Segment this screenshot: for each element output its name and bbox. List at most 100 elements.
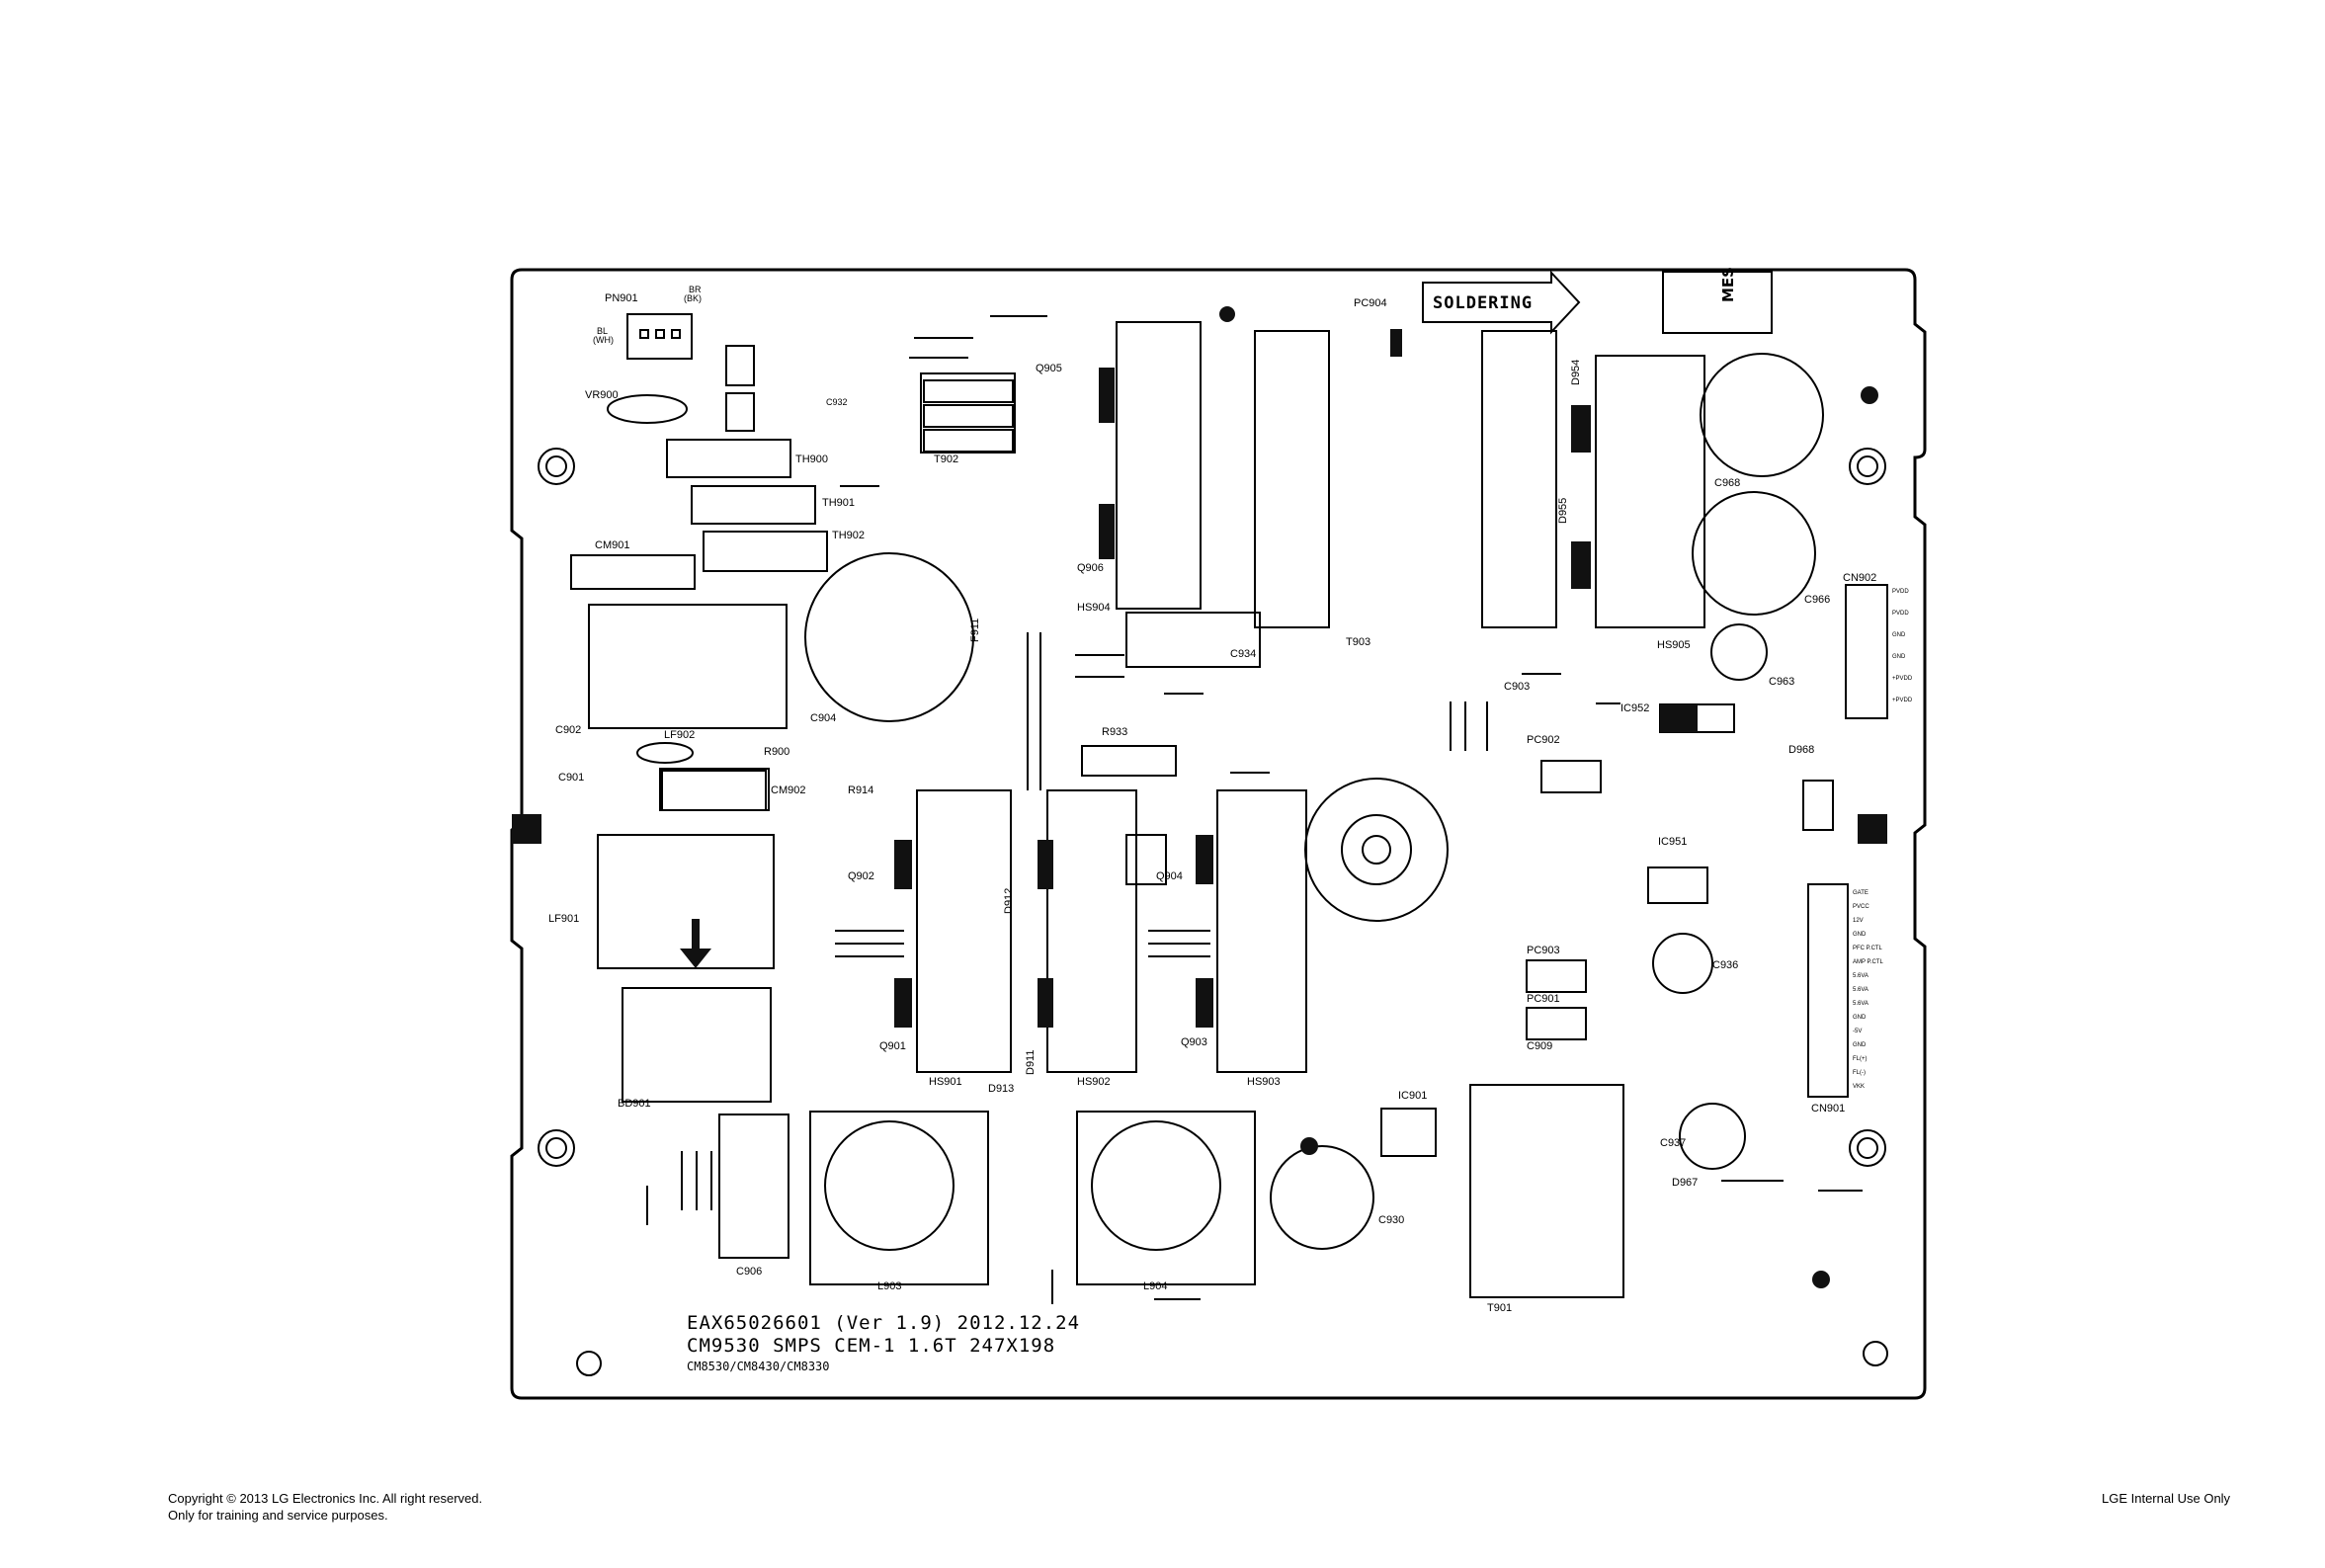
label-c968: C968 <box>1714 477 1740 489</box>
svg-text:PVDD: PVDD <box>1892 589 1909 595</box>
label-br: BR <box>689 285 702 294</box>
label-f911: F911 <box>969 619 981 642</box>
mes-box: MES <box>1662 267 1773 334</box>
lf901-arrow <box>680 919 711 968</box>
label-d911: D911 <box>1025 1050 1037 1075</box>
svg-text:VKK: VKK <box>1853 1084 1865 1090</box>
label-d968: D968 <box>1788 744 1814 756</box>
label-q902: Q902 <box>848 870 874 882</box>
svg-text:5.6VA: 5.6VA <box>1853 973 1868 979</box>
filled-pads <box>894 306 1878 1288</box>
label-q906: Q906 <box>1077 562 1104 574</box>
label-pc901: PC901 <box>1527 993 1560 1005</box>
label-bl: BL <box>597 326 608 336</box>
label-c934: C934 <box>1230 648 1256 660</box>
svg-text:FL(+): FL(+) <box>1853 1056 1868 1062</box>
mes-label: MES <box>1719 267 1737 302</box>
label-c936: C936 <box>1712 959 1738 971</box>
label-t903: T903 <box>1346 636 1370 648</box>
soldering-arrow: SOLDERING <box>1422 270 1581 335</box>
label-c902: C902 <box>555 724 581 736</box>
svg-text:PFC P.CTL: PFC P.CTL <box>1853 946 1883 951</box>
label-th902: TH902 <box>832 530 865 541</box>
label-c906: C906 <box>736 1266 762 1278</box>
svg-text:PVCC: PVCC <box>1853 904 1869 910</box>
label-hs904: HS904 <box>1077 602 1111 614</box>
svg-text:5.6VA: 5.6VA <box>1853 1001 1868 1007</box>
svg-text:+PVDD: +PVDD <box>1892 698 1913 703</box>
svg-text:+PVDD: +PVDD <box>1892 676 1913 682</box>
label-t901: T901 <box>1487 1302 1512 1314</box>
label-wh: (WH) <box>593 335 614 345</box>
label-d912: D912 <box>1003 888 1015 914</box>
svg-text:GND: GND <box>1853 932 1867 938</box>
label-bk: (BK) <box>684 293 702 303</box>
label-cm902: CM902 <box>771 784 805 796</box>
svg-text:12V: 12V <box>1853 918 1864 924</box>
label-hs905: HS905 <box>1657 639 1691 651</box>
label-r900: R900 <box>764 746 789 758</box>
label-hs903: HS903 <box>1247 1076 1281 1088</box>
label-c901: C901 <box>558 772 584 784</box>
label-l904: L904 <box>1143 1280 1167 1292</box>
component-labels: PN901 BR (BK) BL (WH) VR900 TH900 TH901 … <box>548 285 1876 1314</box>
svg-text:GND: GND <box>1853 1015 1867 1021</box>
label-c909: C909 <box>1527 1040 1552 1052</box>
label-r914: R914 <box>848 784 873 796</box>
internal-use-footer: LGE Internal Use Only <box>2102 1491 2231 1506</box>
label-c963: C963 <box>1769 676 1794 688</box>
label-ic901: IC901 <box>1398 1090 1427 1102</box>
label-q903: Q903 <box>1181 1036 1207 1048</box>
training-line: Only for training and service purposes. <box>168 1508 388 1523</box>
label-cm901: CM901 <box>595 539 629 551</box>
label-d955: D955 <box>1557 498 1569 524</box>
board-part-number: EAX65026601 (Ver 1.9) 2012.12.24 <box>687 1312 1080 1334</box>
label-q901: Q901 <box>879 1040 906 1052</box>
soldering-label: SOLDERING <box>1433 293 1533 313</box>
label-c932: C932 <box>826 397 848 407</box>
label-q905: Q905 <box>1036 363 1062 374</box>
label-c930: C930 <box>1378 1214 1404 1226</box>
board-outline <box>510 268 1927 1400</box>
label-cn902: CN902 <box>1843 572 1876 584</box>
label-hs901: HS901 <box>929 1076 962 1088</box>
label-d967: D967 <box>1672 1177 1698 1189</box>
label-c937: C937 <box>1660 1137 1686 1149</box>
cn902-pin-labels: PVDD PVDD GND GND +PVDD +PVDD <box>1892 589 1913 703</box>
label-d954: D954 <box>1570 360 1582 385</box>
label-th901: TH901 <box>822 497 855 509</box>
label-pc902: PC902 <box>1527 734 1560 746</box>
board-models: CM8530/CM8430/CM8330 <box>687 1360 830 1373</box>
svg-text:FL(-): FL(-) <box>1853 1070 1866 1076</box>
label-th900: TH900 <box>795 454 828 465</box>
label-ic951: IC951 <box>1658 836 1687 848</box>
copyright-line: Copyright © 2013 LG Electronics Inc. All… <box>168 1491 483 1506</box>
label-bd901: BD901 <box>618 1098 651 1110</box>
svg-text:AMP P.CTL: AMP P.CTL <box>1853 959 1883 965</box>
wire-jumpers <box>646 315 1863 1304</box>
svg-text:GND: GND <box>1853 1042 1867 1048</box>
label-d913: D913 <box>988 1083 1014 1095</box>
label-cn901: CN901 <box>1811 1103 1845 1114</box>
label-vr900: VR900 <box>585 389 619 401</box>
label-lf902: LF902 <box>664 729 695 741</box>
svg-text:GATE: GATE <box>1853 890 1868 896</box>
label-pn901: PN901 <box>605 292 638 304</box>
label-r933: R933 <box>1102 726 1127 738</box>
label-hs902: HS902 <box>1077 1076 1111 1088</box>
cn901-pin-labels: GATE PVCC 12V GND PFC P.CTL AMP P.CTL 5.… <box>1853 890 1883 1090</box>
left-edge-block <box>512 814 541 844</box>
label-pc903: PC903 <box>1527 945 1560 956</box>
right-edge-block <box>1858 814 1887 844</box>
copyright-footer: Copyright © 2013 LG Electronics Inc. All… <box>168 1490 482 1524</box>
label-lf901: LF901 <box>548 913 579 925</box>
svg-text:-5V: -5V <box>1853 1029 1862 1034</box>
label-pc904: PC904 <box>1354 297 1387 309</box>
svg-text:GND: GND <box>1892 632 1906 638</box>
svg-text:PVDD: PVDD <box>1892 611 1909 617</box>
label-c903: C903 <box>1504 681 1530 693</box>
label-q904: Q904 <box>1156 870 1183 882</box>
svg-text:5.6VA: 5.6VA <box>1853 987 1868 993</box>
label-c966: C966 <box>1804 594 1830 606</box>
